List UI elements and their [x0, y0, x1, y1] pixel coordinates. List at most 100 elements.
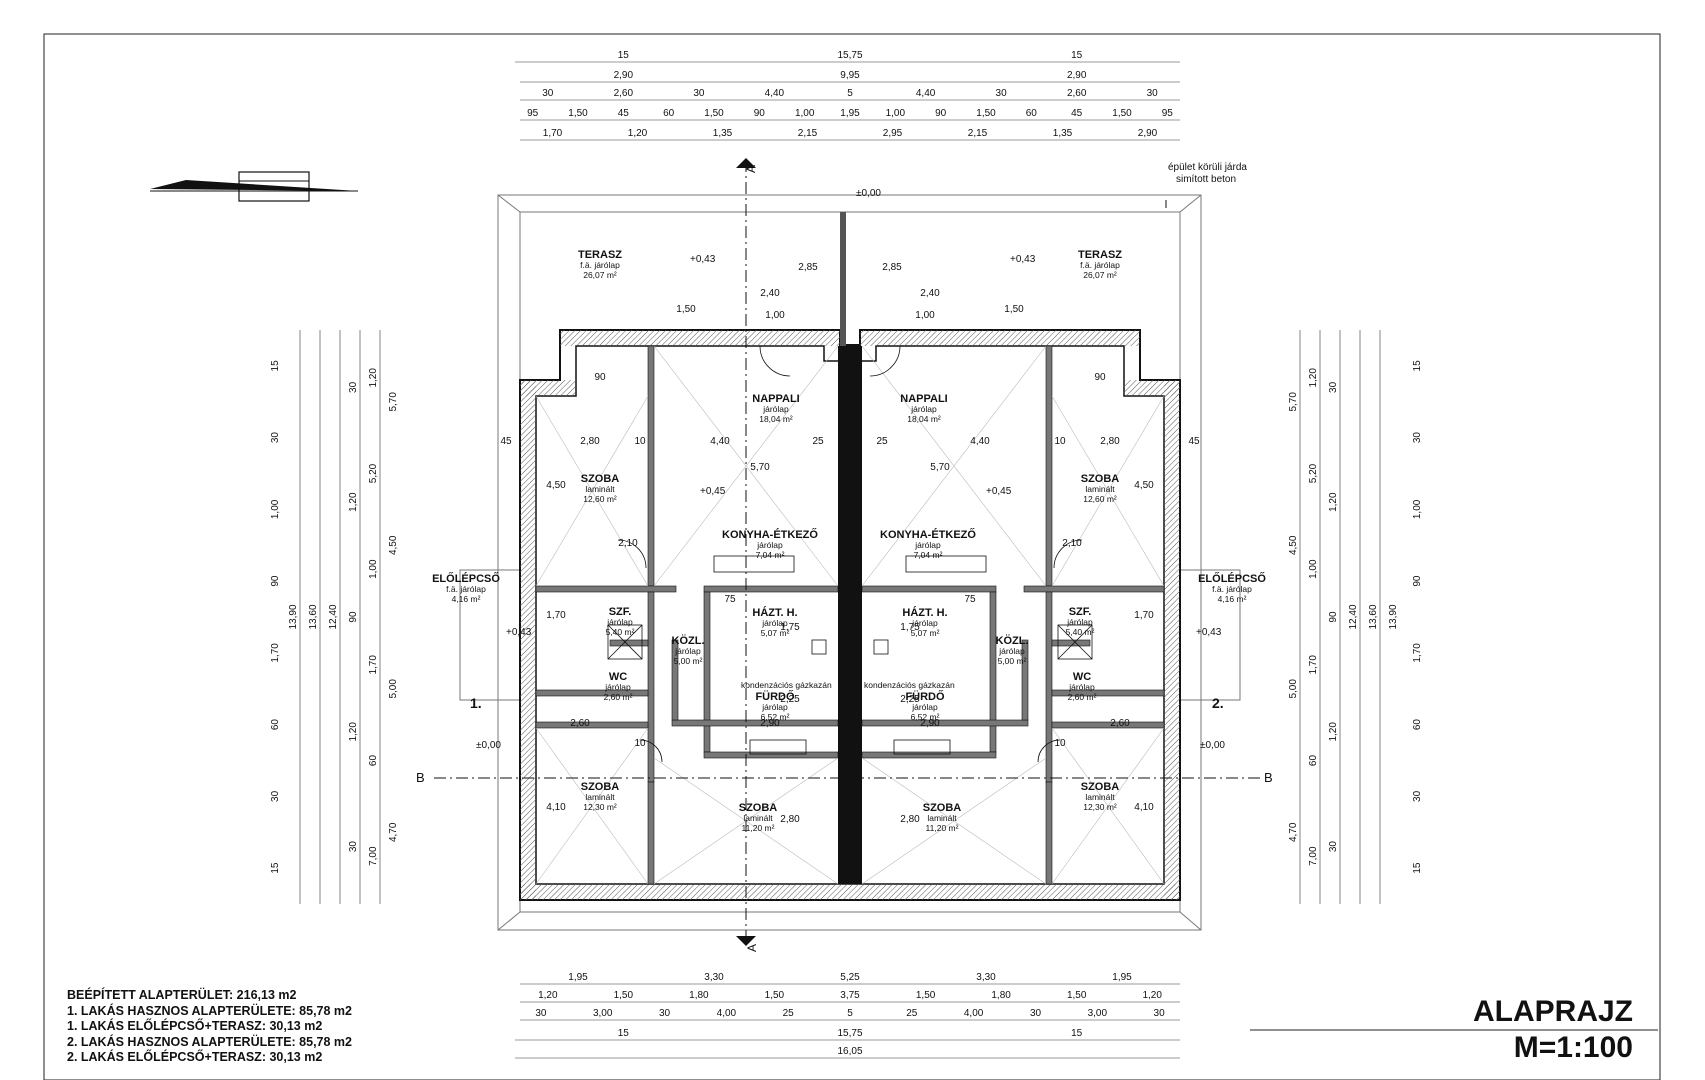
- room-finish: járólap: [910, 404, 937, 414]
- right-dim-label: 30: [1328, 381, 1339, 393]
- top-dim-label: 4,40: [916, 88, 936, 99]
- right-dim-label: 60: [1412, 719, 1423, 731]
- right-dim-label: 30: [1328, 841, 1339, 853]
- sidewalk-note-line-2: simított beton: [1176, 174, 1236, 185]
- top-dim-label: 1,35: [713, 128, 733, 139]
- room-finish: járólap: [998, 646, 1025, 656]
- right-dim-label: 5,00: [1288, 679, 1299, 699]
- room-finish: járólap: [1068, 682, 1095, 692]
- interior-dim-label: 4,10: [1134, 802, 1154, 813]
- summary-line-unit2-area: 2. LAKÁS HASZNOS ALAPTERÜLETE: 85,78 m2: [67, 1034, 353, 1049]
- interior-dim-label: 75: [724, 594, 736, 605]
- left-dim-label: 1,70: [270, 643, 281, 663]
- top-dim-label: 2,15: [798, 128, 818, 139]
- interior-dim-label: 2,60: [570, 718, 590, 729]
- room-finish: járólap: [914, 540, 941, 550]
- interior-dim-label: 2,85: [882, 262, 902, 273]
- left-dim-label: 30: [270, 432, 281, 444]
- drawing-frame: [43, 33, 1661, 1080]
- interior-dim-label: 2,90: [760, 718, 780, 729]
- right-dim-label: 4,70: [1288, 822, 1299, 842]
- interior-dim-label: 25: [812, 436, 824, 447]
- interior-dim-label: 2,80: [900, 814, 920, 825]
- bottom-dim-label: 1,80: [991, 990, 1011, 1001]
- bottom-dim-label: 1,50: [1067, 990, 1087, 1001]
- bottom-dim-label: 4,00: [964, 1008, 984, 1019]
- interior-dim-label: 4,40: [970, 436, 990, 447]
- summary-line-built-area: BEÉPÍTETT ALAPTERÜLET: 216,13 m2: [67, 988, 297, 1002]
- room-area: 26,07 m²: [1083, 270, 1117, 280]
- room-finish: járólap: [761, 702, 788, 712]
- drawing-scale: M=1:100: [1513, 1031, 1633, 1064]
- room-finish: f.ä. járólap: [1212, 584, 1252, 594]
- bottom-dim-label: 1,50: [614, 990, 634, 1001]
- room-finish: járólap: [604, 682, 631, 692]
- room-finish: laminált: [1085, 484, 1115, 494]
- room-finish: f.ä. járólap: [446, 584, 486, 594]
- bottom-dim-label: 3,30: [976, 972, 996, 983]
- interior-dim-label: 5,70: [930, 462, 950, 473]
- bottom-dim-label: 3,00: [593, 1008, 613, 1019]
- left-dim-label: 1,20: [348, 492, 359, 512]
- left-dim-label: 13,90: [288, 604, 299, 629]
- top-dim-label: 4,40: [765, 88, 785, 99]
- right-dim-label: 1,00: [1412, 499, 1423, 519]
- room-name: NAPPALI: [752, 393, 799, 405]
- room-area: 26,07 m²: [583, 270, 617, 280]
- room-name: NAPPALI: [900, 393, 947, 405]
- room-finish: f.ä. járólap: [1080, 260, 1120, 270]
- top-dim-label: 15: [1071, 50, 1083, 61]
- right-dim-label: 4,50: [1288, 535, 1299, 555]
- room-area: 2,60 m²: [1068, 692, 1097, 702]
- unit-label-2: 2.: [1212, 695, 1224, 711]
- boiler-label-left: kondenzációs gázkazán: [741, 680, 832, 690]
- interior-dim-label: 2,40: [760, 288, 780, 299]
- room-name: KÖZL.: [672, 634, 705, 647]
- left-dim-label: 30: [348, 841, 359, 853]
- boiler-label-right: kondenzációs gázkazán: [864, 680, 955, 690]
- room-finish: laminált: [743, 813, 773, 823]
- right-dim-label: 15: [1412, 360, 1423, 372]
- bottom-dim-label: 15: [1071, 1028, 1083, 1039]
- top-dim-label: 45: [618, 108, 630, 119]
- room-name: SZOBA: [739, 802, 778, 814]
- bottom-dim-label: 1,50: [916, 990, 936, 1001]
- section-mark-b-right: B: [1264, 770, 1273, 785]
- interior-dim-label: 1,75: [900, 622, 920, 633]
- room-name: HÁZT. H.: [902, 606, 947, 619]
- interior-dim-label: 1,50: [1004, 304, 1024, 315]
- room-area: 11,20 m²: [742, 823, 775, 833]
- interior-dim-label: 2,10: [618, 538, 638, 549]
- bottom-dim-label: 16,05: [837, 1046, 862, 1057]
- right-dim-label: 1,20: [1328, 492, 1339, 512]
- room-area: 5,00 m²: [674, 656, 703, 666]
- left-dim-label: 30: [348, 381, 359, 393]
- room-name: ELŐLÉPCSŐ: [1198, 572, 1266, 585]
- right-dim-label: 30: [1412, 790, 1423, 802]
- room-name: TERASZ: [578, 249, 622, 261]
- top-dim-label: 60: [1026, 108, 1038, 119]
- left-dim-label: 4,50: [388, 535, 399, 555]
- interior-dim-label: 4,10: [546, 802, 566, 813]
- room-finish: járólap: [911, 618, 938, 628]
- interior-dim-label: 45: [1188, 436, 1200, 447]
- right-dim-label: 60: [1308, 755, 1319, 767]
- room-finish: laminált: [585, 484, 615, 494]
- interior-dim-label: 4,50: [1134, 480, 1154, 491]
- right-dim-label: 30: [1412, 432, 1423, 444]
- section-mark-a-bottom: A: [745, 944, 759, 952]
- room-area: 11,20 m²: [926, 823, 959, 833]
- top-dim-label: 2,60: [614, 88, 634, 99]
- interior-dim-label: 5,70: [750, 462, 770, 473]
- right-dim-label: 13,90: [1388, 604, 1399, 629]
- right-dim-label: 5,20: [1308, 463, 1319, 483]
- right-dim-label: 90: [1328, 611, 1339, 623]
- drawing-title: ALAPRAJZ: [1472, 995, 1633, 1028]
- room-finish: járólap: [911, 702, 938, 712]
- top-dim-label: 60: [663, 108, 675, 119]
- interior-dim-label: 10: [1054, 738, 1066, 749]
- left-dim-label: 60: [368, 755, 379, 767]
- top-dim-label: 15,75: [837, 50, 862, 61]
- bottom-dim-label: 1,20: [1142, 990, 1162, 1001]
